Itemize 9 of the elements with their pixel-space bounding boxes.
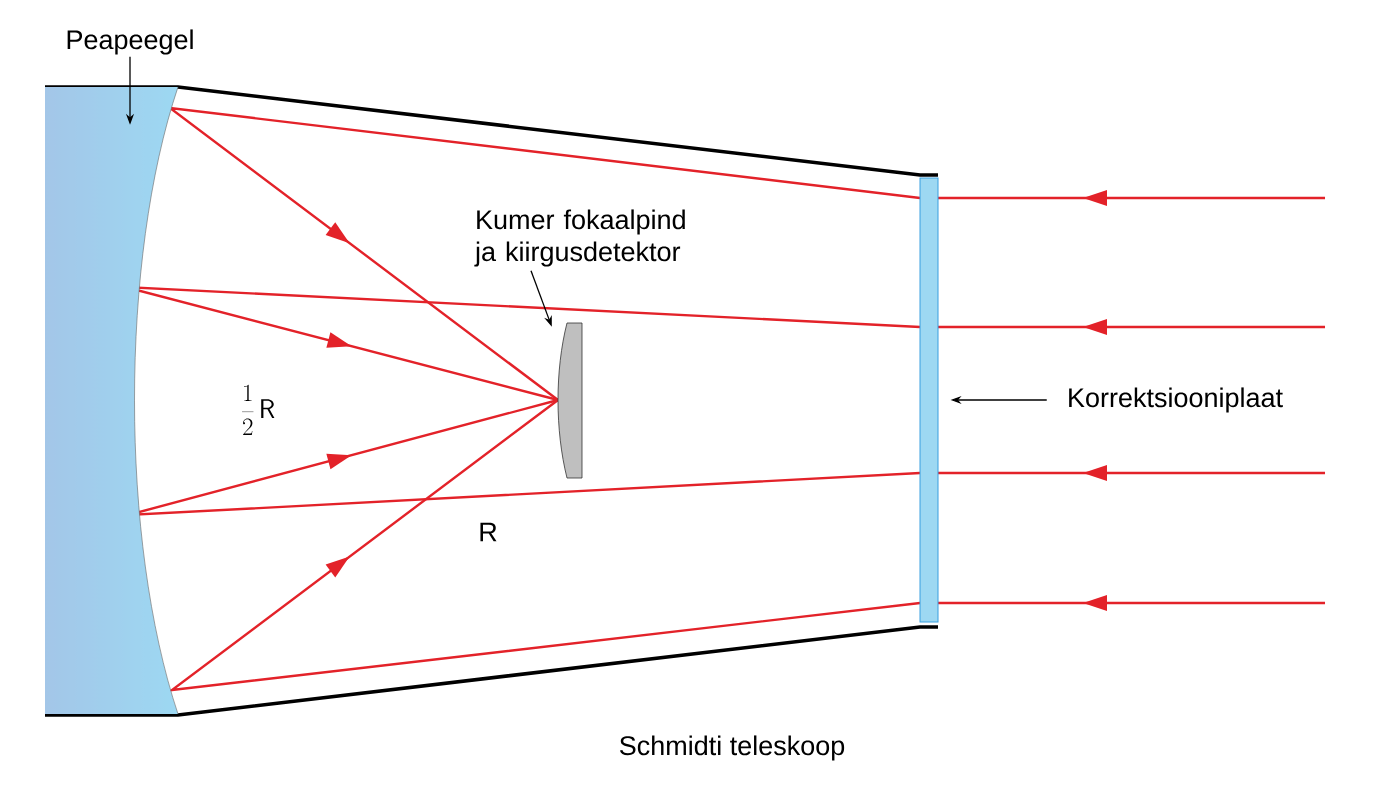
part-label: Kumer fokaalpind ja kiirgusdetektor <box>474 209 685 267</box>
focal-surface-drawing <box>557 322 583 479</box>
dimension-label: R <box>480 522 497 542</box>
dimension-label: $\frac{1}{2}\,\mathsf{R}$ <box>242 384 275 435</box>
correction-plate <box>919 177 939 623</box>
mirror-drawing <box>134 86 179 715</box>
part-label: Korrektsiooniplaat <box>1069 387 1283 413</box>
part-label: Peapeegel <box>67 29 193 55</box>
caption: Schmidti teleskoop <box>619 735 845 761</box>
